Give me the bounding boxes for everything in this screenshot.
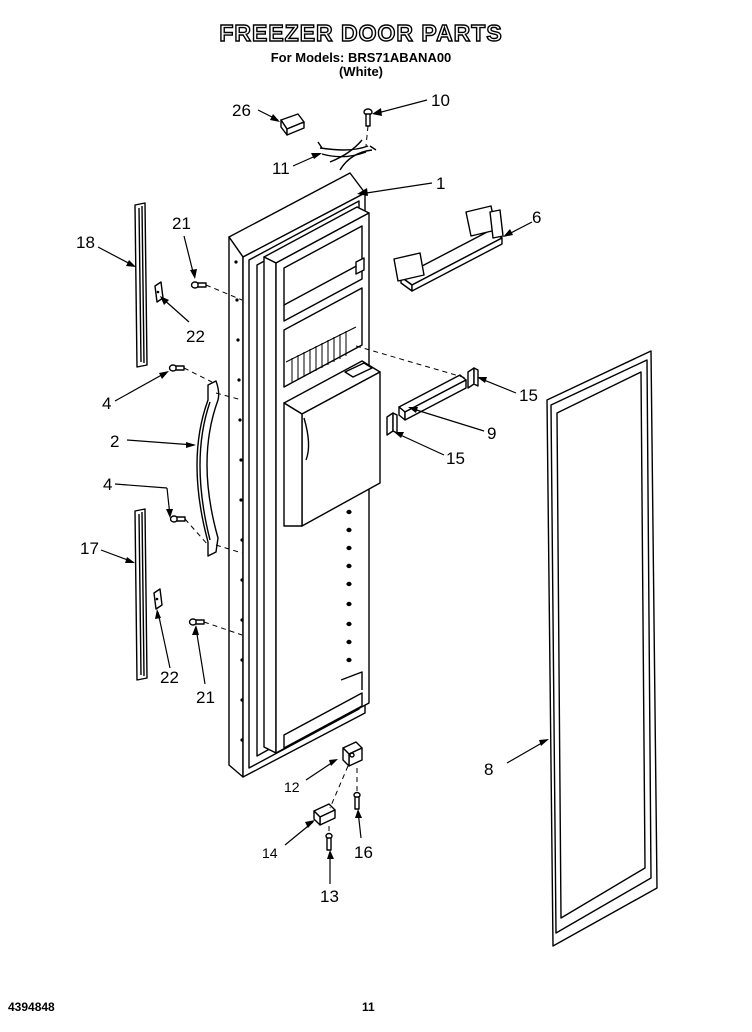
callout-10: 10	[431, 91, 450, 110]
arrowheads	[125, 108, 549, 859]
callout-21-lower: 21	[196, 688, 215, 707]
callout-labels: 26 10 11 1 6 21 18 22 4 2 15 9 15 4 17 2…	[76, 91, 541, 906]
callout-17: 17	[80, 539, 99, 558]
callout-15-upper: 15	[519, 386, 538, 405]
part-22-clip-lower	[153, 588, 163, 610]
part-10-screw	[363, 108, 373, 127]
part-6-shelf-bin	[393, 205, 504, 292]
callout-6: 6	[532, 208, 541, 227]
dispenser-housing	[283, 360, 381, 527]
part-11-wire-harness	[317, 139, 377, 171]
callout-13: 13	[320, 887, 339, 906]
callout-9: 9	[487, 424, 496, 443]
color-line: (White)	[338, 64, 384, 79]
callout-4-lower: 4	[103, 475, 112, 494]
part-21-screw-lower	[188, 618, 205, 626]
part-2-handle	[196, 380, 220, 557]
part-8-gasket	[546, 350, 658, 947]
part-4-screw-upper	[168, 364, 185, 372]
part-18-trim-strip	[134, 202, 148, 368]
page-number: 11	[362, 1000, 375, 1014]
part-26-cap	[280, 113, 305, 136]
callout-22-upper: 22	[186, 327, 205, 346]
callout-22-lower: 22	[160, 668, 179, 687]
part-15-clip-upper	[467, 367, 479, 389]
callout-1: 1	[436, 174, 445, 193]
callout-21-upper: 21	[172, 214, 191, 233]
document-id: 4394848	[8, 1000, 55, 1014]
callout-4-upper: 4	[102, 394, 111, 413]
models-line: For Models: BRS71ABANA00	[270, 50, 452, 65]
assembly-lines	[183, 125, 467, 834]
callout-16: 16	[354, 843, 373, 862]
callout-11: 11	[272, 159, 290, 178]
part-9-trim	[398, 374, 467, 421]
callout-14: 14	[262, 845, 278, 861]
part-17-trim-strip	[134, 508, 148, 681]
part-13-screw	[325, 832, 333, 851]
liner-holes	[346, 509, 352, 663]
part-4-screw-lower	[169, 515, 186, 523]
part-16-screw	[353, 791, 361, 810]
ice-dispenser-grid	[285, 326, 357, 383]
leader-lines	[97, 99, 548, 884]
callout-18: 18	[76, 233, 95, 252]
part-14-hinge-plate	[313, 803, 336, 826]
page-title: FREEZER DOOR PARTS	[219, 19, 503, 46]
callout-26: 26	[232, 101, 251, 120]
part-21-screw-upper	[190, 281, 207, 289]
callout-2: 2	[110, 432, 119, 451]
callout-12: 12	[284, 779, 300, 795]
callout-8: 8	[484, 760, 493, 779]
part-15-clip-lower	[386, 412, 398, 436]
callout-15-lower: 15	[446, 449, 465, 468]
part-12-hinge	[342, 741, 363, 767]
